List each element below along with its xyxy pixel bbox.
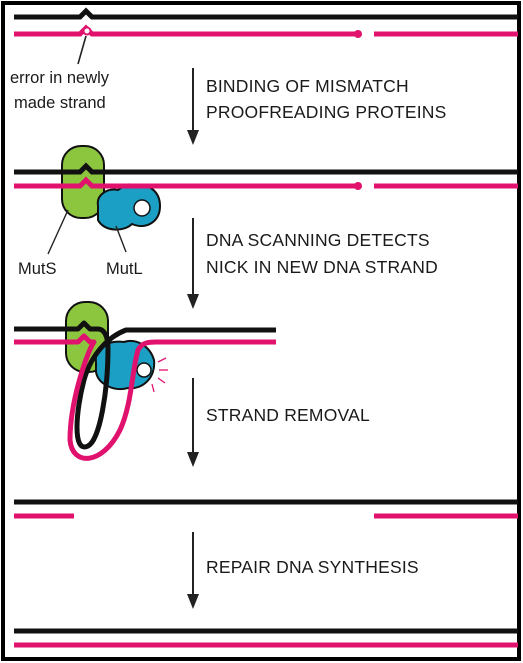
step-2-line1: DNA SCANNING DETECTS: [206, 230, 430, 250]
stage-5-dna: [14, 631, 518, 645]
muts-label: MutS: [18, 260, 57, 278]
stage-2-dna: [14, 146, 518, 230]
new-strand-left: [14, 28, 358, 34]
step-1-line1: BINDING OF MISMATCH: [206, 76, 409, 96]
old-strand: [14, 166, 518, 172]
stage-3-dna: [14, 302, 276, 458]
step-arrow: [187, 68, 199, 145]
step-arrow: [187, 218, 199, 309]
error-label-line2: made strand: [14, 94, 106, 112]
mutl-label: MutL: [106, 260, 143, 278]
error-pointer-line: [78, 36, 86, 64]
nick-end: [354, 182, 362, 190]
step-4-line1: REPAIR DNA SYNTHESIS: [206, 557, 419, 577]
stage-1-dna: [14, 11, 518, 38]
error-label-line1: error in newly: [10, 69, 110, 87]
mutl-pocket: [134, 200, 150, 216]
muts-pointer: [48, 210, 68, 254]
mutl-pocket: [137, 363, 151, 377]
nick-end: [354, 30, 362, 38]
step-1-line2: PROOFREADING PROTEINS: [206, 102, 446, 122]
step-arrow: [187, 378, 199, 467]
step-3-line1: STRAND REMOVAL: [206, 405, 370, 425]
stage-4-dna: [14, 502, 518, 516]
step-arrow: [187, 532, 199, 609]
old-strand: [14, 11, 518, 17]
step-2-line2: NICK IN NEW DNA STRAND: [206, 257, 438, 277]
mismatch-dot: [84, 28, 91, 35]
